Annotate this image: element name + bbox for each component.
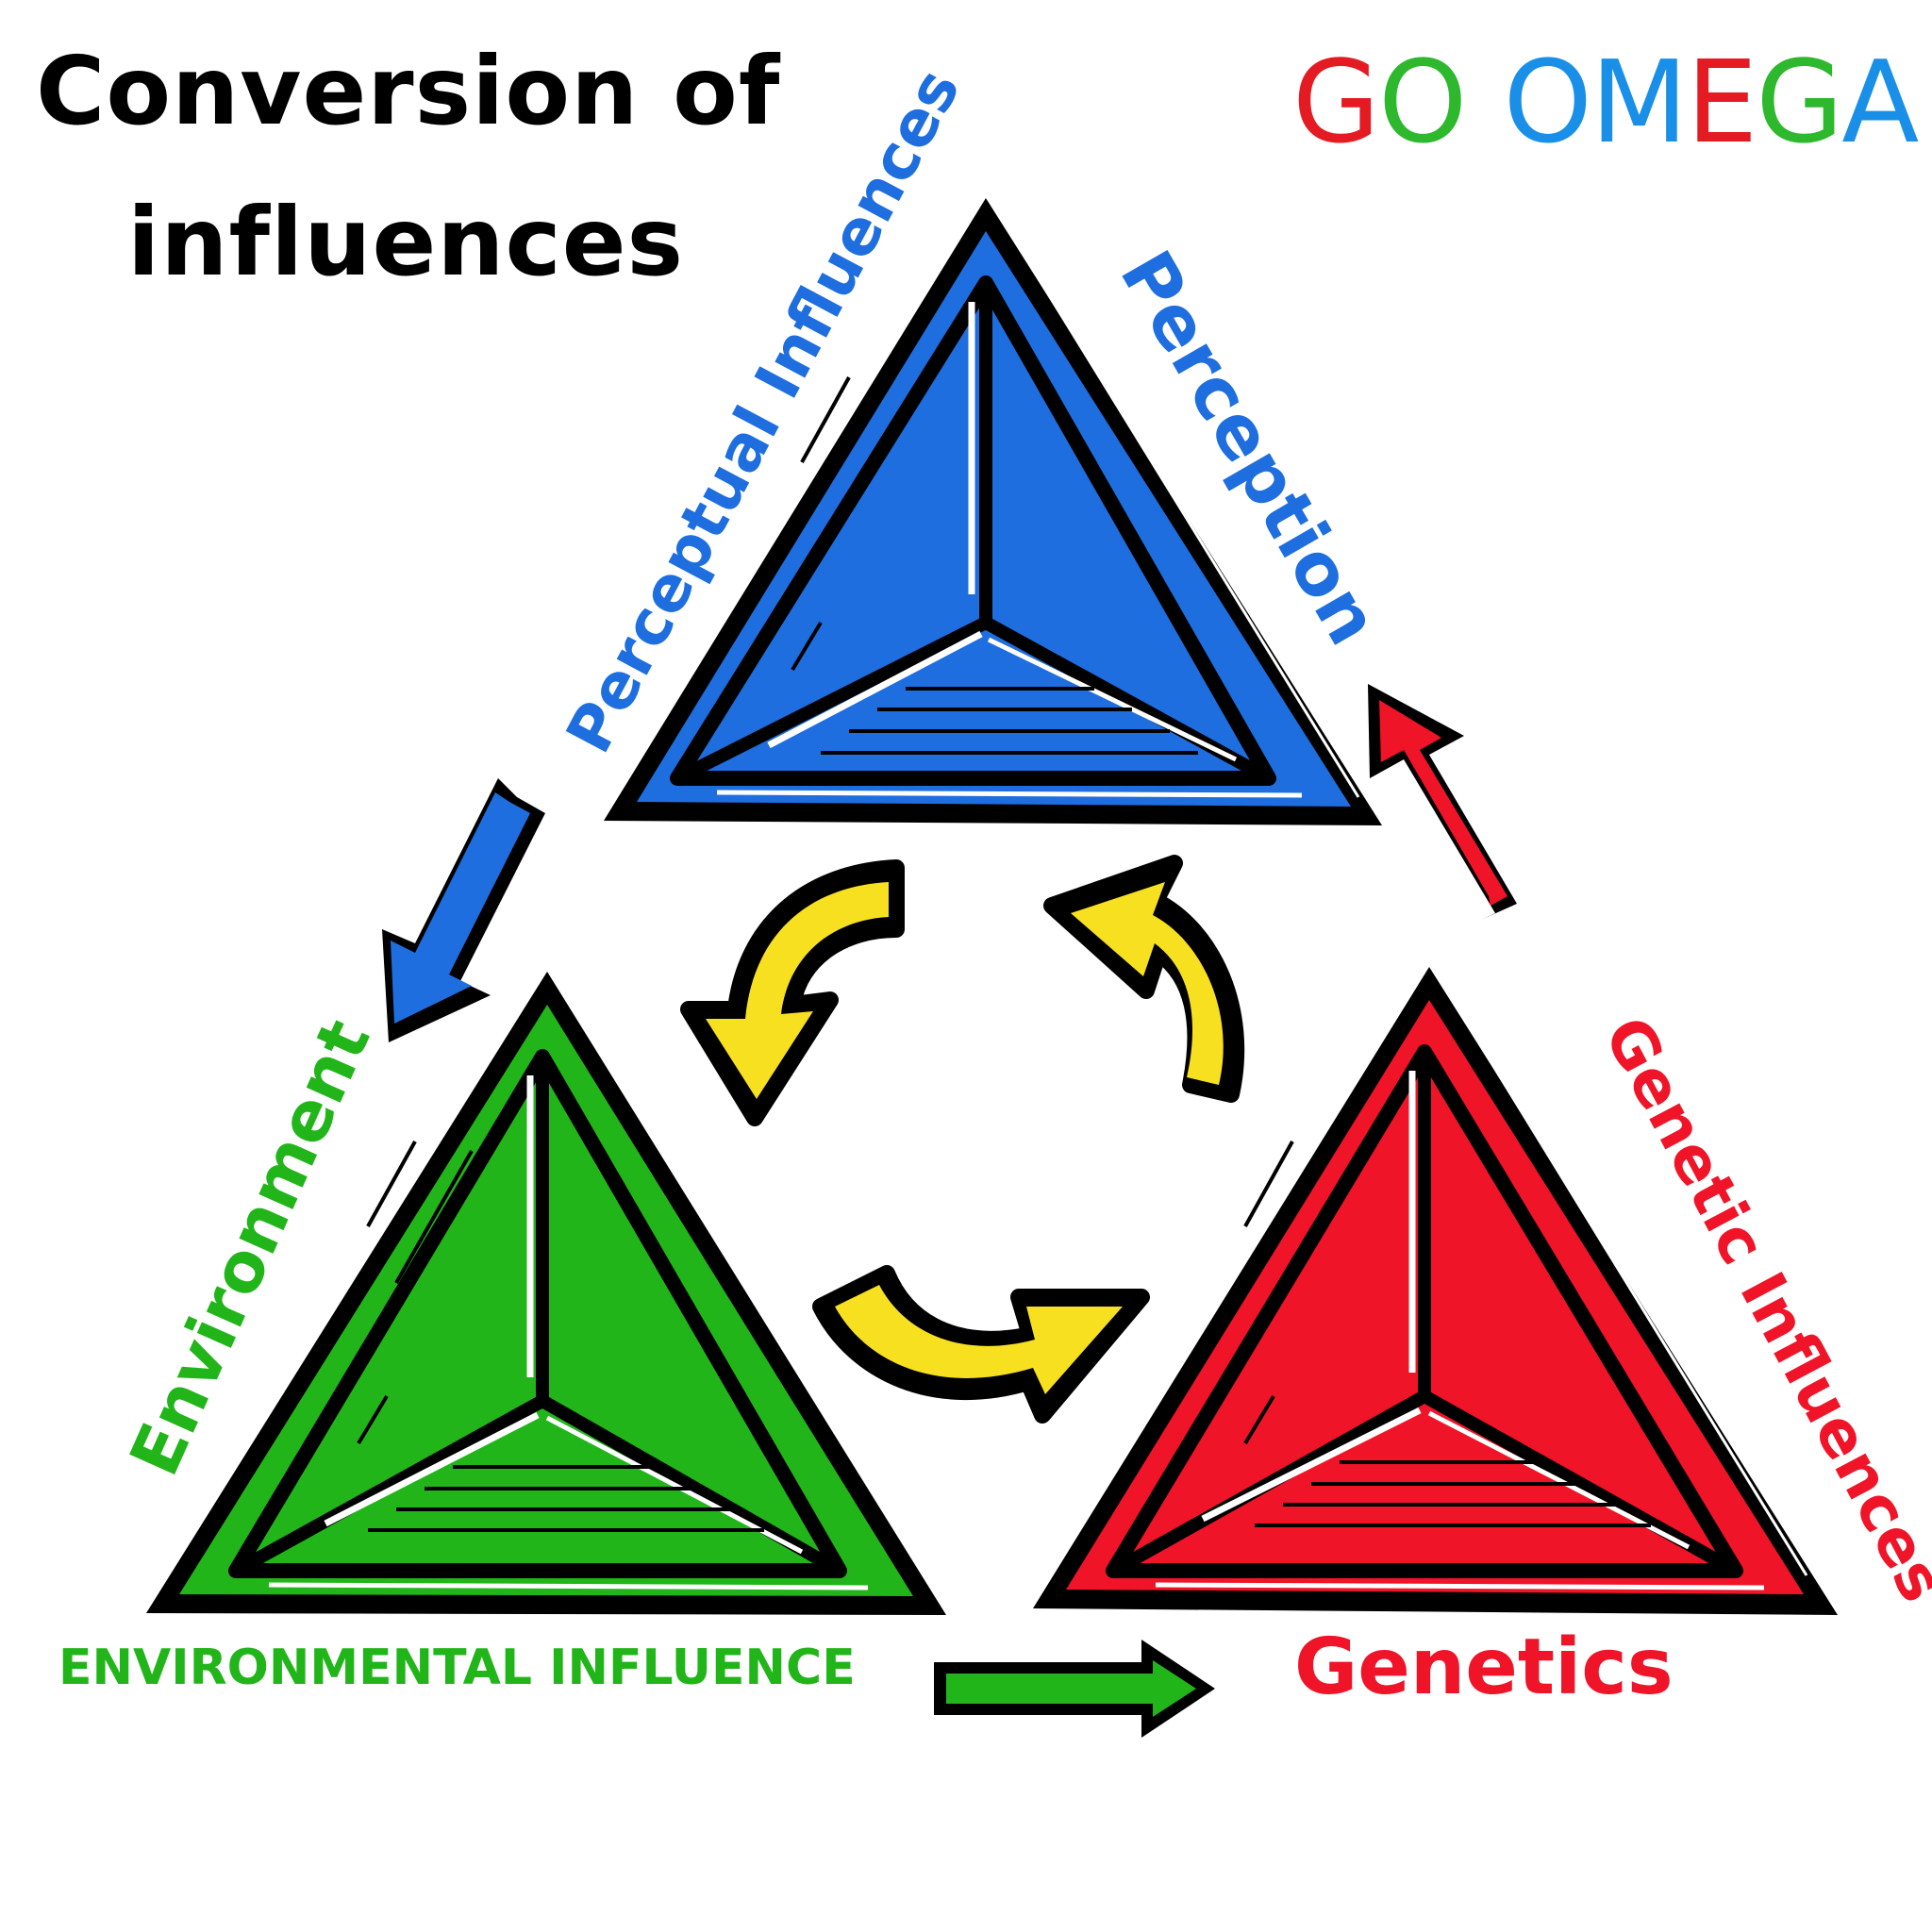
logo-letter: M xyxy=(1590,38,1689,169)
cycle-arrow-bottom xyxy=(812,1265,1150,1424)
logo-letter: O xyxy=(1378,38,1467,169)
page-title-line-2: influences xyxy=(127,187,685,297)
genetics-triangle xyxy=(1033,967,1838,1615)
logo-letter: A xyxy=(1841,38,1919,169)
genetic-influences-arrow xyxy=(1368,684,1517,920)
logo-letter: G xyxy=(1292,38,1380,169)
perception-triangle xyxy=(604,198,1382,825)
cycle-arrow-top-right xyxy=(1043,855,1245,1103)
go-omega-logo: GO OMEGA xyxy=(1292,38,1919,169)
cycle-arrow-top-left xyxy=(680,859,905,1126)
logo-letter: G xyxy=(1756,38,1843,169)
perceptual-influences-arrow xyxy=(382,778,545,1042)
logo-letter: E xyxy=(1686,38,1757,169)
environment-triangle xyxy=(146,972,946,1615)
logo-letter: O xyxy=(1503,38,1591,169)
environmental-influence-arrow xyxy=(934,1640,1215,1738)
page-title-line-1: Conversion of xyxy=(36,36,781,146)
genetics-label: Genetics xyxy=(1294,1623,1674,1712)
environmental-influence-label: ENVIRONMENTAL INFLUENCE xyxy=(58,1640,856,1696)
